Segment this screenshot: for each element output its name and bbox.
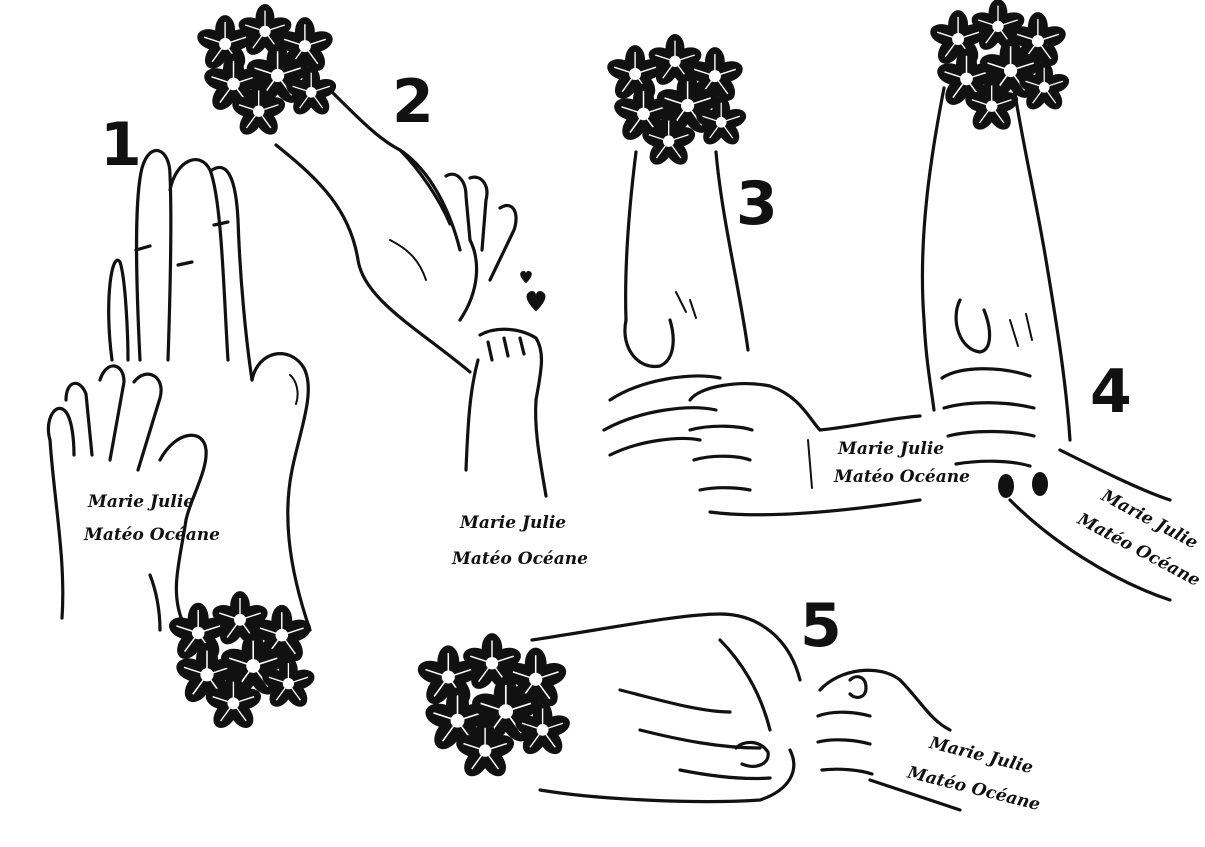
design-number-4: 4 xyxy=(1090,357,1132,427)
design-number-5: 5 xyxy=(800,591,842,661)
flower-cluster-icon xyxy=(605,34,749,169)
design-2: 2 Marie Julie Matéo Océane xyxy=(195,4,588,569)
flower-cluster-icon xyxy=(195,4,339,139)
design-5: 5 Marie Julie Matéo Océane xyxy=(415,591,1042,815)
design-1: 1 Marie Julie Matéo Océane xyxy=(46,110,317,732)
child-hand-illustration xyxy=(464,327,548,498)
adult-hand-illustration xyxy=(107,148,312,632)
design-3: 3 Marie Julie Matéo Océane xyxy=(602,34,970,517)
names-text: Marie Julie Matéo Océane xyxy=(833,439,970,487)
child-hand-illustration xyxy=(688,382,922,517)
adult-hand-illustration xyxy=(274,88,518,374)
flower-cluster-icon xyxy=(166,591,317,732)
names-text: Marie Julie Matéo Océane xyxy=(451,513,588,569)
heart-icon xyxy=(526,291,546,312)
child-fist-illustration xyxy=(816,668,962,812)
name-line-1: Marie Julie xyxy=(837,439,944,459)
names-text: Marie Julie Matéo Océane xyxy=(83,492,220,545)
names-text: Marie Julie Matéo Océane xyxy=(1073,485,1203,591)
name-line-2: Matéo Océane xyxy=(451,549,588,569)
name-line-1: Marie Julie xyxy=(459,513,566,533)
name-line-2: Matéo Océane xyxy=(833,467,970,487)
design-number-3: 3 xyxy=(736,169,778,239)
names-text: Marie Julie Matéo Océane xyxy=(904,733,1042,815)
design-4: 4 Marie Julie Matéo Océane xyxy=(920,0,1204,602)
heart-icon xyxy=(520,270,532,284)
name-line-2: Matéo Océane xyxy=(83,525,220,545)
design-number-2: 2 xyxy=(392,67,434,137)
adult-hand-illustration xyxy=(602,150,750,457)
child-hand-illustration xyxy=(940,367,1172,602)
name-line-1: Marie Julie xyxy=(87,492,194,512)
adult-hand-illustration xyxy=(920,86,1072,442)
child-hand-illustration xyxy=(46,364,208,632)
adult-fist-illustration xyxy=(530,612,802,804)
design-number-1: 1 xyxy=(100,110,142,180)
flower-cluster-icon xyxy=(415,633,573,781)
flower-cluster-icon xyxy=(928,0,1072,134)
